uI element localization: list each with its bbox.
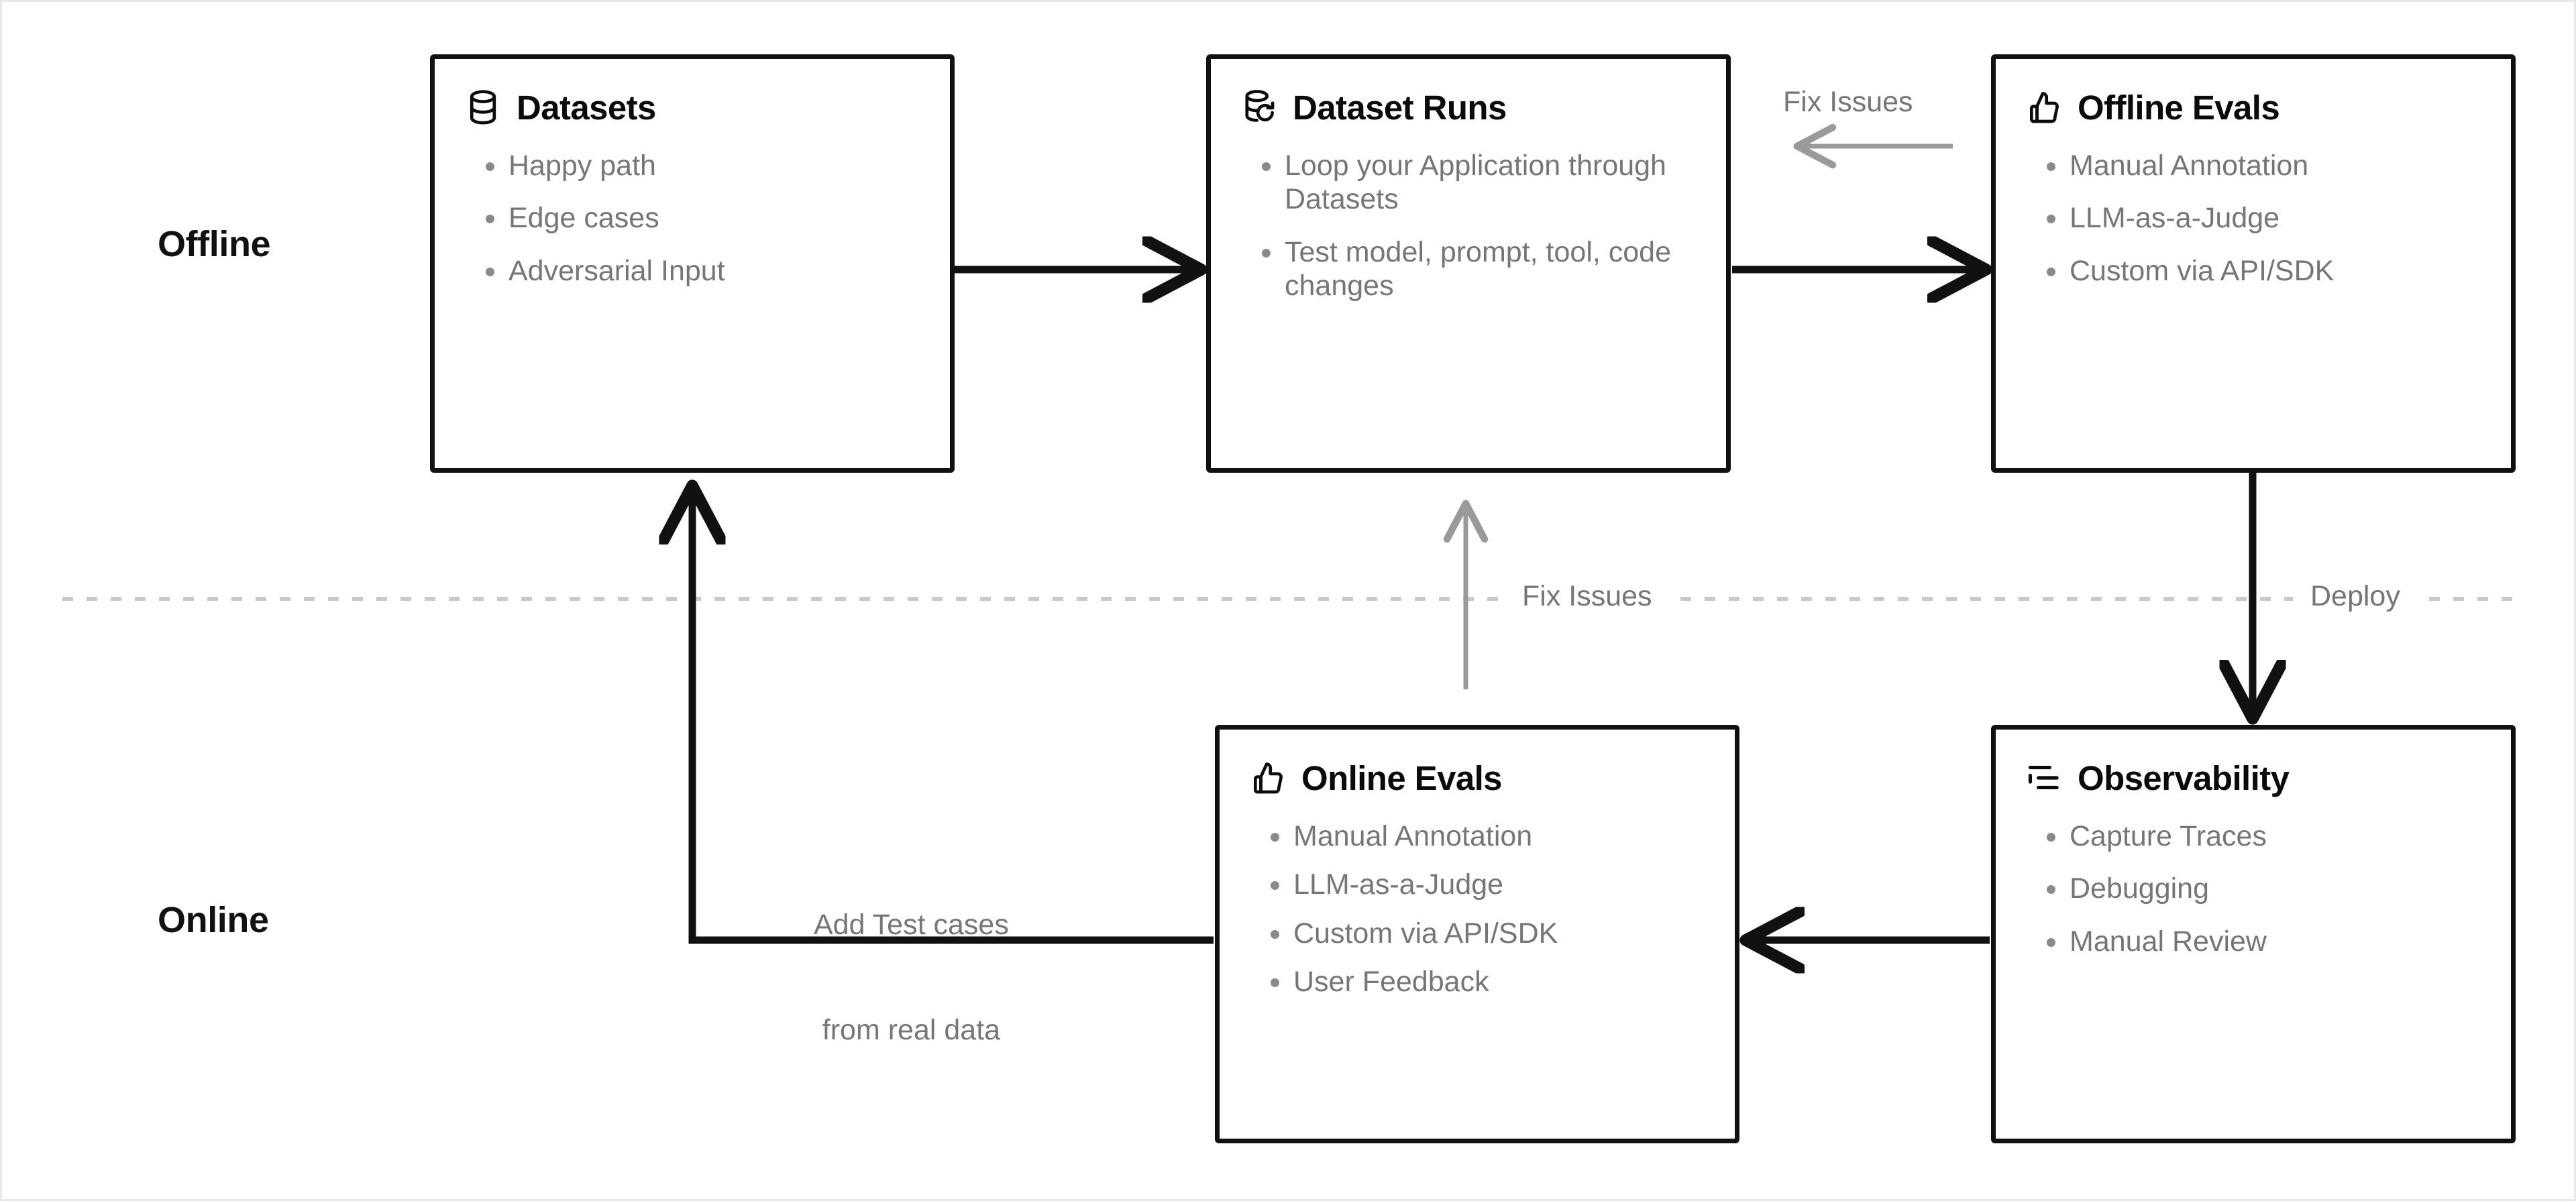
list-item: Edge cases bbox=[486, 201, 914, 235]
node-title: Dataset Runs bbox=[1293, 88, 1507, 127]
node-header: Online Evals bbox=[1220, 730, 1735, 797]
edge-label-add-test-cases-line2: from real data bbox=[822, 1014, 1001, 1047]
list-item: Loop your Application through Datasets bbox=[1262, 149, 1690, 217]
node-header: Dataset Runs bbox=[1211, 59, 1726, 126]
list-item: Manual Review bbox=[2047, 925, 2475, 958]
phase-label-offline: Offline bbox=[158, 224, 271, 264]
list-item: LLM-as-a-Judge bbox=[2047, 201, 2475, 235]
phase-label-online: Online bbox=[158, 900, 269, 940]
list-item: Debugging bbox=[2047, 872, 2475, 905]
list-item: Capture Traces bbox=[2047, 819, 2475, 853]
node-title: Online Evals bbox=[1301, 758, 1503, 797]
list-item: Test model, prompt, tool, code changes bbox=[1262, 235, 1690, 303]
list-item: Adversarial Input bbox=[486, 254, 914, 288]
list-item: Manual Annotation bbox=[1271, 819, 1699, 853]
node-dataset-runs[interactable]: Dataset Runs Loop your Application throu… bbox=[1206, 54, 1731, 473]
list-tree-icon bbox=[2028, 766, 2059, 790]
list-item: User Feedback bbox=[1271, 965, 1699, 998]
database-refresh-icon bbox=[1245, 90, 1275, 122]
node-datasets[interactable]: Datasets Happy path Edge cases Adversari… bbox=[430, 54, 955, 473]
node-bullet-list: Manual Annotation LLM-as-a-Judge Custom … bbox=[1220, 797, 1735, 998]
node-bullet-list: Happy path Edge cases Adversarial Input bbox=[435, 126, 950, 288]
list-item: Manual Annotation bbox=[2047, 149, 2475, 182]
node-online-evals[interactable]: Online Evals Manual Annotation LLM-as-a-… bbox=[1215, 725, 1739, 1143]
edge-label-deploy: Deploy bbox=[2293, 579, 2418, 614]
node-title: Observability bbox=[2078, 758, 2290, 797]
thumbs-up-icon bbox=[1254, 762, 1283, 794]
node-header: Datasets bbox=[435, 59, 950, 126]
database-icon bbox=[470, 90, 496, 125]
node-title: Datasets bbox=[517, 88, 656, 127]
node-bullet-list: Capture Traces Debugging Manual Review bbox=[1996, 797, 2511, 958]
list-item: Custom via API/SDK bbox=[2047, 254, 2475, 288]
edge-label-add-test-cases: Add Test cases from real data bbox=[814, 837, 1009, 1119]
edge-label-add-test-cases-line1: Add Test cases bbox=[814, 908, 1009, 941]
list-item: LLM-as-a-Judge bbox=[1271, 868, 1699, 901]
edge-label-fix-issues-middle: Fix Issues bbox=[1505, 579, 1670, 614]
node-header: Observability bbox=[1996, 730, 2511, 797]
node-observability[interactable]: Observability Capture Traces Debugging M… bbox=[1991, 725, 2516, 1143]
list-item: Custom via API/SDK bbox=[1271, 917, 1699, 950]
node-title: Offline Evals bbox=[2078, 88, 2280, 127]
list-item: Happy path bbox=[486, 149, 914, 182]
node-offline-evals[interactable]: Offline Evals Manual Annotation LLM-as-a… bbox=[1991, 54, 2516, 473]
thumbs-up-icon bbox=[2030, 92, 2059, 123]
node-bullet-list: Loop your Application through Datasets T… bbox=[1211, 126, 1726, 302]
node-bullet-list: Manual Annotation LLM-as-a-Judge Custom … bbox=[1996, 126, 2511, 288]
edge-label-fix-issues-top: Fix Issues bbox=[1783, 86, 1913, 118]
node-header: Offline Evals bbox=[1996, 59, 2511, 126]
